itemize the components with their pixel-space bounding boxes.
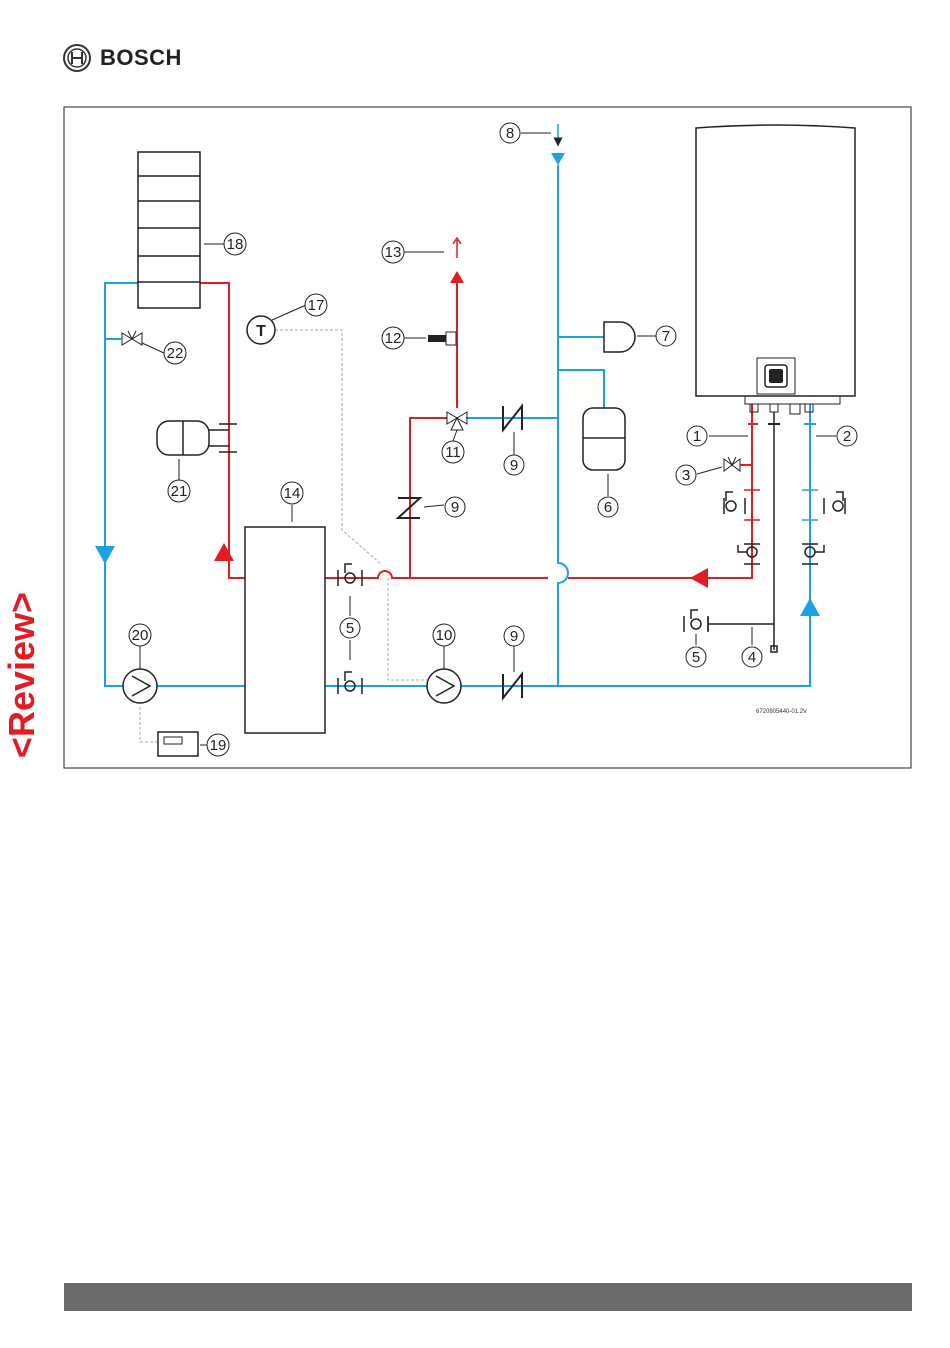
callout-9c: 9 bbox=[504, 626, 524, 646]
pump-solar bbox=[123, 669, 157, 703]
storage-tank bbox=[245, 527, 325, 733]
shutoff-valves bbox=[338, 490, 845, 694]
svg-text:22: 22 bbox=[167, 345, 184, 362]
svg-text:17: 17 bbox=[308, 297, 325, 314]
air-vent bbox=[604, 322, 635, 352]
shutoff-valve-drain bbox=[684, 610, 708, 632]
footer-bar bbox=[64, 1283, 912, 1311]
control-wires bbox=[140, 330, 428, 742]
sensor-element bbox=[428, 332, 456, 345]
svg-text:11: 11 bbox=[445, 444, 461, 461]
svg-text:8: 8 bbox=[506, 125, 514, 142]
diagram-frame bbox=[64, 107, 911, 768]
svg-text:18: 18 bbox=[227, 236, 244, 253]
svg-text:4: 4 bbox=[748, 649, 756, 666]
temperature-sensor: T bbox=[247, 316, 275, 344]
flow-arrow-down-left bbox=[95, 546, 115, 564]
temperature-sensor-letter: T bbox=[256, 323, 266, 340]
svg-text:7: 7 bbox=[662, 328, 670, 345]
callout-8: 8 bbox=[500, 123, 520, 143]
callout-17: 17 bbox=[305, 294, 327, 316]
pump-heating bbox=[427, 669, 461, 703]
svg-text:21: 21 bbox=[171, 483, 188, 500]
callout-4: 4 bbox=[742, 647, 762, 667]
svg-text:9: 9 bbox=[451, 499, 459, 516]
svg-text:1: 1 bbox=[693, 428, 701, 445]
safety-valve-solar bbox=[105, 331, 142, 345]
solar-expansion-tank bbox=[157, 421, 237, 455]
svg-text:10: 10 bbox=[436, 627, 453, 644]
svg-text:9: 9 bbox=[510, 628, 518, 645]
shutoff-valve-return-1 bbox=[824, 492, 845, 514]
callout-12: 12 bbox=[382, 327, 404, 349]
shutoff-valve-flow-2 bbox=[738, 544, 760, 564]
callout-7: 7 bbox=[656, 326, 676, 346]
callout-19: 19 bbox=[207, 734, 229, 756]
callout-9b: 9 bbox=[445, 497, 465, 517]
callout-1: 1 bbox=[687, 426, 707, 446]
shutoff-valve-return-2 bbox=[802, 544, 824, 564]
callout-2: 2 bbox=[837, 426, 857, 446]
svg-text:20: 20 bbox=[132, 627, 149, 644]
shutoff-valve-cold-tank bbox=[338, 672, 362, 694]
callout-3: 3 bbox=[676, 465, 696, 485]
mixing-valve bbox=[447, 412, 467, 430]
svg-text:13: 13 bbox=[385, 244, 402, 261]
shutoff-valve-hot-tank bbox=[338, 564, 362, 586]
svg-text:14: 14 bbox=[284, 485, 301, 502]
callout-18: 18 bbox=[224, 233, 246, 255]
flow-arrow-up-cold bbox=[800, 598, 820, 616]
flow-arrow-inlet bbox=[551, 153, 565, 165]
callout-13: 13 bbox=[382, 241, 404, 263]
callouts: 1 2 3 4 5 5 6 7 8 9 9 9 10 11 12 13 14 1… bbox=[129, 123, 857, 756]
callout-6: 6 bbox=[598, 497, 618, 517]
svg-text:5: 5 bbox=[692, 649, 700, 666]
safety-valves bbox=[105, 331, 752, 471]
callout-14: 14 bbox=[281, 482, 303, 504]
expansion-vessel bbox=[583, 408, 625, 470]
callout-21: 21 bbox=[168, 480, 190, 502]
svg-text:9: 9 bbox=[510, 457, 518, 474]
flow-arrow-outlet bbox=[450, 271, 464, 283]
callout-11: 11 bbox=[442, 441, 464, 463]
svg-text:6: 6 bbox=[604, 499, 612, 516]
callout-5b: 5 bbox=[686, 647, 706, 667]
solar-controller bbox=[158, 732, 198, 756]
safety-valve-heating bbox=[724, 457, 752, 471]
svg-text:2: 2 bbox=[843, 428, 851, 445]
svg-text:12: 12 bbox=[385, 330, 402, 347]
svg-text:5: 5 bbox=[346, 620, 354, 637]
boiler-unit bbox=[696, 125, 855, 650]
drain-line bbox=[708, 617, 777, 652]
svg-text:19: 19 bbox=[210, 737, 227, 754]
diagram-code: 6720805440-01.2V bbox=[756, 709, 807, 715]
flow-arrow-left-hot bbox=[690, 568, 708, 588]
callout-22: 22 bbox=[164, 342, 186, 364]
callout-10: 10 bbox=[433, 624, 455, 646]
svg-text:3: 3 bbox=[682, 467, 690, 484]
shutoff-valve-flow-1 bbox=[724, 492, 745, 514]
flow-arrow-up-hot bbox=[214, 543, 234, 561]
collector-panel bbox=[138, 152, 200, 308]
hot-piping bbox=[200, 280, 752, 578]
callout-20: 20 bbox=[129, 624, 151, 646]
callout-9a: 9 bbox=[504, 455, 524, 475]
callout-5a: 5 bbox=[340, 618, 360, 638]
